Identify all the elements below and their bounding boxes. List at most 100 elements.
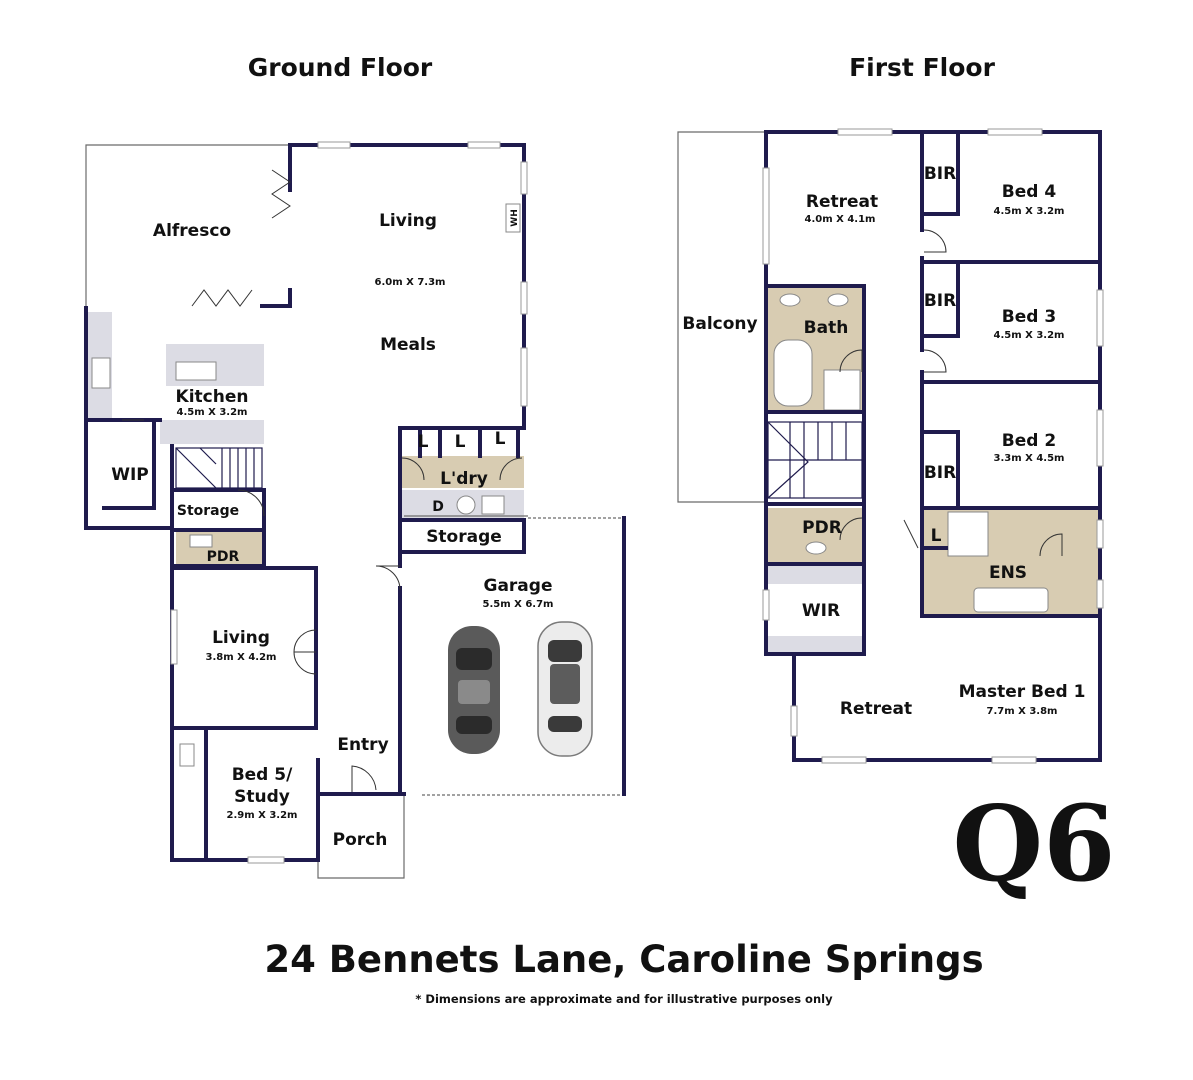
porch-label: Porch	[333, 830, 388, 850]
bir1-walls	[920, 130, 960, 216]
ensuite-vanity-icon	[973, 587, 1049, 613]
ensuite-door-icon	[1039, 533, 1063, 557]
first-floor-plan: Retreat 4.0m X 4.1m BIR Bed 4 4.5m X 3.2…	[677, 128, 1104, 764]
pdr-door-icon	[839, 517, 863, 541]
window-icon	[821, 756, 867, 764]
bed4-label: Bed 4	[1002, 182, 1057, 202]
ground-wall-left	[84, 306, 174, 530]
ensuite-label: ENS	[989, 563, 1027, 583]
entry-label: Entry	[337, 735, 388, 755]
bir2-walls	[920, 260, 960, 338]
wir-label: WIR	[802, 601, 840, 621]
meals-label: Meals	[380, 335, 436, 355]
first-wall-left	[764, 130, 866, 656]
balcony-outline	[677, 131, 766, 503]
window-icon	[991, 756, 1037, 764]
window-icon	[987, 128, 1043, 136]
disclaimer-note: * Dimensions are approximate and for ill…	[415, 992, 833, 1006]
property-address: 24 Bennets Lane, Caroline Springs	[264, 938, 983, 981]
living-label: Living	[379, 211, 437, 231]
shower-icon	[823, 369, 861, 411]
bed5-label-line2: Study	[234, 787, 290, 807]
wir-shelf-bottom	[768, 636, 864, 652]
window-icon	[837, 128, 893, 136]
laundry-door-icon	[401, 457, 523, 481]
ground-floor-heading: Ground Floor	[248, 53, 433, 82]
master-bed-dimensions: 7.7m X 3.8m	[987, 706, 1058, 717]
bed3-door-icon	[923, 349, 947, 373]
living2-dimensions: 3.8m X 4.2m	[206, 652, 277, 663]
bir2-label: BIR	[924, 291, 956, 311]
garage-label: Garage	[484, 576, 553, 596]
ground-wall-top-right	[288, 143, 526, 430]
kitchen-label: Kitchen	[176, 387, 249, 407]
pdr-first-label: PDR	[802, 518, 842, 538]
window-icon	[170, 609, 178, 665]
window-icon	[520, 161, 528, 195]
window-icon	[762, 167, 770, 265]
bed2-dimensions: 3.3m X 4.5m	[994, 453, 1065, 464]
ensuite-shower-icon	[947, 511, 989, 557]
bath-door-icon	[839, 349, 863, 373]
linen-label-3: L	[495, 429, 506, 449]
pdr-basin-icon	[805, 541, 827, 555]
ground-wall-stacker-right	[260, 288, 292, 308]
pdr-ground-label: PDR	[207, 549, 240, 565]
bed5-top-wall	[172, 726, 208, 742]
alfresco-label: Alfresco	[153, 221, 231, 241]
laundry-label: L'dry	[440, 469, 488, 489]
bathtub-icon	[773, 339, 813, 407]
car-dark-icon	[448, 626, 500, 754]
bath-basin-icon	[779, 293, 801, 307]
window-icon	[317, 141, 351, 149]
window-icon	[467, 141, 501, 149]
window-icon	[1096, 579, 1104, 609]
master-bed-label: Master Bed 1	[959, 682, 1086, 702]
storage-garage-walls	[398, 518, 526, 554]
ground-wall-left-inner	[170, 444, 208, 862]
balcony-label: Balcony	[682, 314, 757, 334]
linen-label-1: L	[418, 432, 429, 452]
retreat-dimensions: 4.0m X 4.1m	[805, 214, 876, 225]
bed3-label: Bed 3	[1002, 307, 1056, 327]
bed4-door-icon	[923, 229, 947, 253]
bir1-label: BIR	[924, 164, 956, 184]
first-floor-heading: First Floor	[849, 53, 996, 82]
window-icon	[520, 281, 528, 315]
wir-shelf-top	[768, 564, 864, 584]
desk-icon	[179, 743, 195, 767]
dryer-label: D	[432, 499, 444, 515]
window-icon	[247, 856, 285, 864]
window-icon	[1096, 409, 1104, 467]
living2-label: Living	[212, 628, 270, 648]
alfresco-outline	[85, 144, 290, 308]
car-white-icon	[537, 621, 593, 757]
retreat-label: Retreat	[806, 192, 878, 212]
entry-hall-door-icon	[375, 565, 401, 591]
storage-hall-label: Storage	[177, 503, 239, 519]
laundry-cupboard-dividers	[418, 426, 520, 458]
bed4-dimensions: 4.5m X 3.2m	[994, 206, 1065, 217]
ground-floor-plan: WH Alfresco Living 6.0m X 7.3m Meals Kit…	[84, 141, 626, 879]
pdr-basin-icon	[189, 534, 213, 548]
storage-door-icon	[237, 489, 265, 517]
stacker-door-icon-1	[271, 169, 291, 219]
wip-label: WIP	[111, 465, 149, 485]
cooktop-icon	[91, 357, 111, 389]
window-icon	[762, 589, 770, 621]
kitchen-dimensions: 4.5m X 3.2m	[177, 407, 248, 418]
window-icon	[1096, 519, 1104, 549]
front-door-icon	[351, 765, 377, 792]
living-dimensions: 6.0m X 7.3m	[375, 277, 446, 288]
living2-double-door-icon	[293, 629, 317, 675]
water-heater-label: WH	[510, 209, 520, 226]
window-icon	[1096, 289, 1104, 347]
living2-walls	[172, 566, 318, 730]
garage-dimensions: 5.5m X 6.7m	[483, 599, 554, 610]
kitchen-sink-icon	[175, 361, 217, 381]
stacker-door-icon-2	[191, 289, 253, 307]
kitchen-bench-back	[160, 420, 264, 444]
brand-logo: Q6	[953, 782, 1116, 905]
water-heater-box	[505, 203, 521, 233]
